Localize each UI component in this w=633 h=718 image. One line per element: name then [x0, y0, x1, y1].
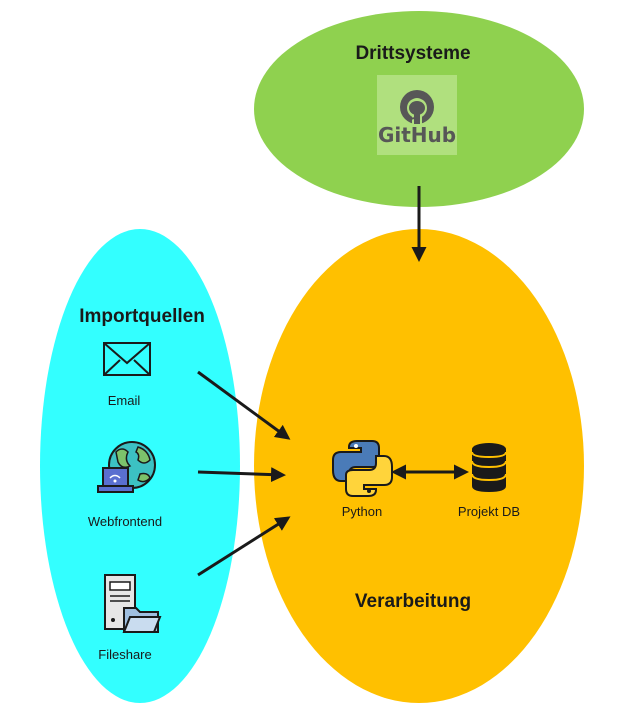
- email-label: Email: [108, 393, 141, 408]
- webfrontend-label: Webfrontend: [88, 514, 162, 529]
- import-sources-title: Importquellen: [79, 306, 205, 327]
- server-folder-icon: [104, 574, 162, 633]
- arrow-web-to-processing: [197, 467, 286, 483]
- envelope-icon: [103, 342, 151, 376]
- python-label: Python: [342, 504, 382, 519]
- processing-title: Verarbeitung: [355, 591, 471, 612]
- github-label: GitHub: [378, 123, 456, 147]
- github-logo: GitHub: [377, 75, 457, 155]
- database-icon: [471, 443, 507, 492]
- third-party-title: Drittsysteme: [355, 43, 470, 64]
- projekt-db-label: Projekt DB: [458, 504, 520, 519]
- processing-group: [254, 229, 584, 703]
- fileshare-label: Fileshare: [98, 647, 151, 662]
- arrow-fileshare-to-processing: [197, 516, 291, 577]
- globe-laptop-icon: [97, 441, 156, 493]
- python-logo: [332, 440, 393, 497]
- arrow-email-to-processing: [197, 370, 291, 440]
